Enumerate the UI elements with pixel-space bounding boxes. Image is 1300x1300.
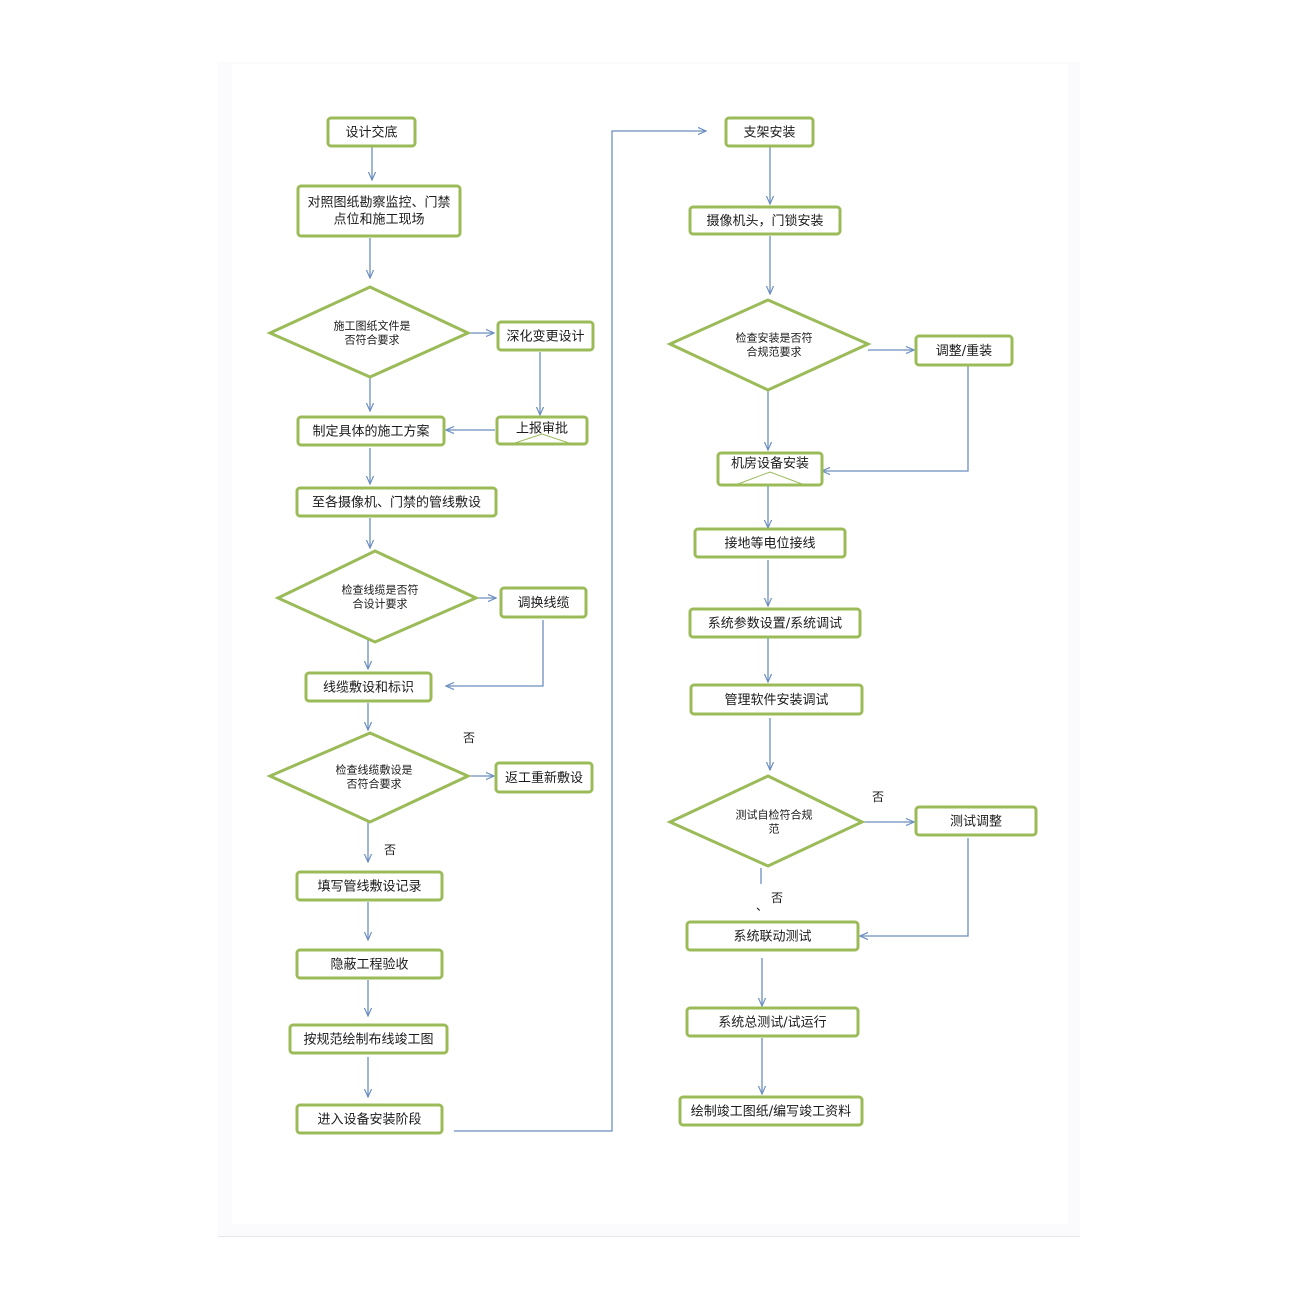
decision-self-test: 测试自检符合规 范 [666,774,866,868]
decision-label: 否符合要求 [345,333,400,347]
decision-label: 测试自检符合规 [736,808,813,822]
node-label: 测试调整 [950,815,1002,830]
arrows-right [761,146,969,1094]
decision-drawings-compliant: 施工图纸文件是 否符合要求 [266,285,472,379]
node-grounding: 接地等电位接线 [693,527,847,559]
node-pipe-laying: 至各摄像机、门禁的管线敷设 [295,486,498,518]
node-label: 线缆敷设和标识 [323,680,414,696]
node-as-built-wiring: 按规范绘制布线竣工图 [288,1023,449,1055]
decision-install-compliant: 检查安装是否符 合规范要求 [666,298,872,392]
node-fill-record: 填写管线敷设记录 [295,870,444,902]
decision-label: 检查线缆敷设是 [336,763,413,777]
node-label: 管理软件安装调试 [724,693,828,708]
node-label: 调换线缆 [517,595,569,611]
node-adjust-reinstall: 调整/重装 [914,334,1014,367]
node-label: 接地等电位接线 [724,536,815,552]
arrow-to-right-column [454,131,706,1132]
node-bracket-install: 支架安装 [724,116,815,148]
node-camera-lock-install: 摄像机头，门锁安装 [688,205,842,236]
node-label: 摄像机头，门锁安装 [706,213,823,229]
node-cable-labeling: 线缆敷设和标识 [304,671,433,703]
node-label: 支架安装 [743,126,795,141]
node-label: 隐蔽工程验收 [330,957,408,973]
node-test-adjust: 测试调整 [914,805,1038,837]
no-label: 否 [771,891,783,905]
node-site-survey: 对照图纸勘察监控、门禁 点位和施工现场 [296,184,462,238]
node-deepen-design: 深化变更设计 [496,320,595,352]
decision-label: 范 [769,822,780,836]
decision-cable-compliant: 检查线缆是否符 合设计要求 [274,549,480,644]
node-label: 深化变更设计 [506,329,584,345]
node-label: 系统参数设置/系统调试 [708,616,842,632]
comma-mark: 、 [756,899,768,913]
node-param-setup: 系统参数设置/系统调试 [688,607,862,639]
node-label: 填写管线敷设记录 [317,880,421,895]
node-label: 设计交底 [345,125,397,141]
node-submit-approval: 上报审批 [495,415,589,446]
node-label: 系统总测试/试运行 [718,1016,826,1031]
node-trial-run: 系统总测试/试运行 [685,1006,860,1038]
node-enter-installation: 进入设备安装阶段 [295,1103,444,1135]
node-replace-cable: 调换线缆 [499,586,588,619]
node-label: 点位和施工现场 [333,213,424,228]
node-label: 上报审批 [516,422,568,437]
node-software-install: 管理软件安装调试 [689,683,864,716]
node-label: 至各摄像机、门禁的管线敷设 [312,495,481,511]
node-construction-plan: 制定具体的施工方案 [296,415,446,447]
no-label: 否 [384,843,396,857]
no-label: 否 [463,731,475,745]
arrow [822,366,969,471]
decision-laying-compliant: 检查线缆敷设是 否符合要求 [266,731,472,824]
node-label: 系统联动测试 [733,930,811,945]
node-server-room-install: 机房设备安装 [716,451,824,487]
decision-label: 检查安装是否符 [736,331,813,345]
arrows-left [368,131,706,1132]
decision-label: 否符合要求 [347,777,402,791]
decision-label: 施工图纸文件是 [334,319,411,333]
node-completion-docs: 绘制竣工图纸/编写竣工资料 [678,1095,864,1127]
node-rework: 返工重新敷设 [494,761,594,794]
node-label: 对照图纸勘察监控、门禁 [307,196,450,211]
node-design-briefing: 设计交底 [326,116,417,148]
node-label: 绘制竣工图纸/编写竣工资料 [691,1105,851,1120]
node-label: 返工重新敷设 [505,770,583,786]
decision-label: 检查线缆是否符 [342,583,419,597]
node-label: 进入设备安装阶段 [317,1112,421,1128]
node-label: 调整/重装 [936,343,992,359]
decision-label: 合规范要求 [747,345,802,359]
node-label: 按规范绘制布线竣工图 [303,1033,433,1048]
node-concealed-acceptance: 隐蔽工程验收 [295,948,444,980]
node-label: 机房设备安装 [731,456,809,472]
decision-label: 合设计要求 [353,597,408,611]
no-label: 否 [872,790,884,804]
arrow [446,620,544,686]
node-label: 制定具体的施工方案 [312,424,429,440]
node-linkage-test: 系统联动测试 [685,920,860,952]
arrow [860,838,969,936]
